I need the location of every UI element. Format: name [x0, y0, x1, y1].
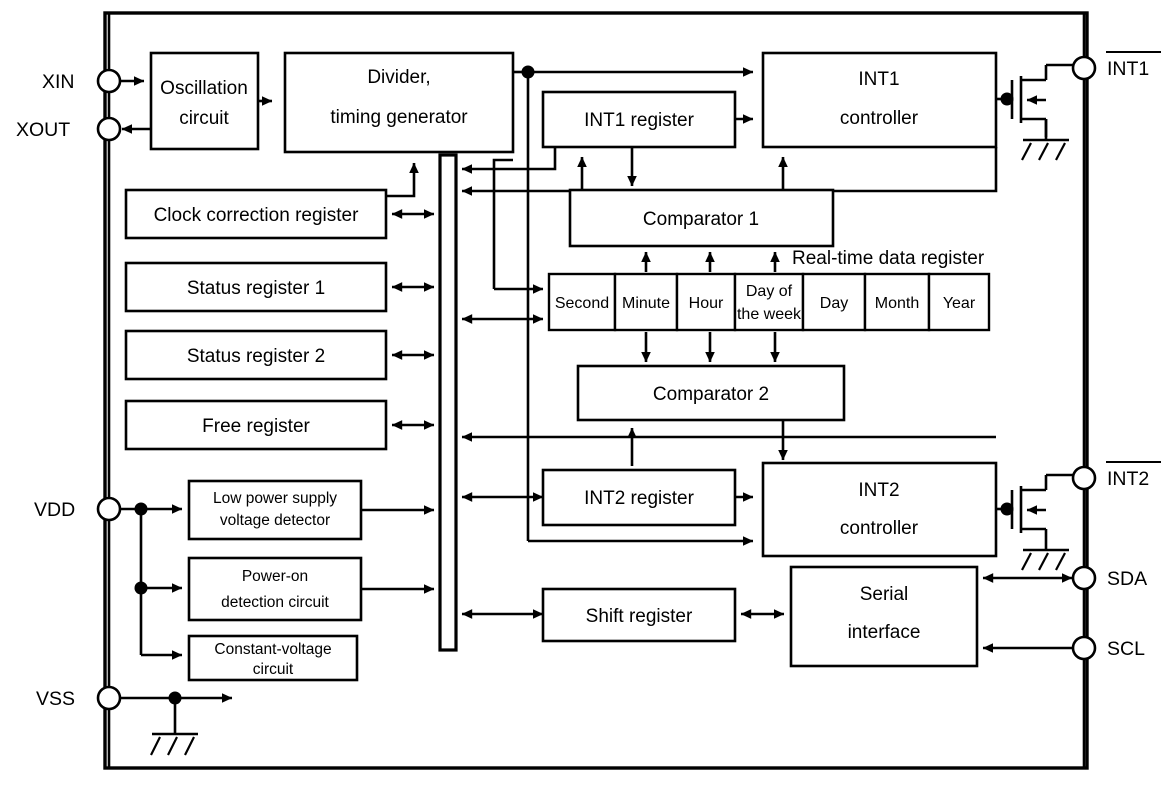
pin-terminal-vss[interactable]: [96, 685, 122, 711]
block-label-status-register-1: Status register 1: [187, 278, 325, 299]
wire-divider-feedback: [492, 158, 513, 289]
register-cell-day[interactable]: [801, 272, 867, 332]
mosfet-icon-int2: [1010, 473, 1073, 571]
junction-dot-int2-out: [1000, 502, 1014, 516]
block-label-constantvolt-line1: Constant-voltage: [214, 641, 331, 658]
block-label-serial-interface-line2: interface: [848, 622, 921, 643]
block-comparator-2[interactable]: [576, 364, 846, 422]
register-cell-label-day: Day: [820, 295, 848, 312]
block-comparator-1[interactable]: [568, 188, 835, 248]
block-label-divider-line1: Divider,: [367, 67, 430, 88]
block-label-status-register-2: Status register 2: [187, 346, 325, 367]
pin-label-scl: SCL: [1107, 638, 1145, 660]
block-label-low-power-line1: Low power supply: [213, 490, 337, 507]
pin-terminal-scl[interactable]: [1071, 635, 1097, 661]
block-label-int2-controller-line1: INT2: [858, 480, 899, 501]
block-label-low-power-line2: voltage detector: [220, 512, 330, 529]
register-cell-year[interactable]: [927, 272, 991, 332]
block-int2-controller[interactable]: [761, 461, 998, 558]
block-clock-correction-register[interactable]: [124, 188, 388, 240]
register-cell-label-year: Year: [943, 295, 976, 312]
chip-boundary: [103, 11, 1089, 770]
mosfet-icon-int1: [1010, 63, 1073, 161]
register-cell-second[interactable]: [547, 272, 617, 332]
register-cell-month[interactable]: [863, 272, 931, 332]
block-divider-timing-generator[interactable]: [283, 51, 515, 154]
pin-terminal-sda[interactable]: [1071, 565, 1097, 591]
pin-label-xout: XOUT: [16, 119, 70, 141]
pin-label-int1: INT1: [1107, 58, 1149, 80]
register-cell-label-month: Month: [875, 295, 919, 312]
block-label-divider-line2: timing generator: [330, 107, 468, 128]
block-label-int1-controller-line1: INT1: [858, 69, 899, 90]
pin-terminal-int1[interactable]: [1071, 55, 1097, 81]
block-label-poweron-line2: detection circuit: [221, 594, 329, 611]
block-label-poweron-line1: Power-on: [242, 568, 308, 585]
block-status-register-2[interactable]: [124, 329, 388, 381]
pin-terminal-vdd[interactable]: [96, 496, 122, 522]
block-label-free-register: Free register: [202, 416, 310, 437]
junction-dot-int1-out: [1000, 92, 1014, 106]
pin-terminal-xout[interactable]: [96, 116, 122, 142]
register-cell-label-dayofweek-line1: Day of: [746, 283, 793, 300]
block-serial-interface[interactable]: [789, 565, 979, 668]
pin-terminal-xin[interactable]: [96, 68, 122, 94]
internal-bus: [438, 153, 458, 652]
block-label-oscillation-circuit-line2: circuit: [179, 108, 229, 129]
pin-label-vdd: VDD: [34, 499, 75, 521]
block-label-int1-controller-line2: controller: [840, 108, 919, 129]
block-free-register[interactable]: [124, 399, 388, 451]
block-power-on-detection-circuit[interactable]: [187, 556, 363, 622]
block-label-oscillation-circuit-line1: Oscillation: [160, 78, 248, 99]
block-label-comparator-2: Comparator 2: [653, 384, 769, 405]
block-label-int1-register: INT1 register: [584, 110, 694, 131]
block-label-shift-register: Shift register: [586, 606, 693, 627]
block-label-serial-interface-line1: Serial: [860, 584, 909, 605]
realtime-register-caption: Real-time data register: [792, 248, 985, 269]
ground-icon-vss: [150, 732, 198, 756]
pin-terminal-int2[interactable]: [1071, 465, 1097, 491]
register-cell-minute[interactable]: [613, 272, 679, 332]
block-label-clock-correction-register: Clock correction register: [154, 205, 360, 226]
block-int1-controller[interactable]: [761, 51, 998, 149]
wire-clockcorr-to-divider: [386, 162, 419, 198]
real-time-data-register-group: Second Minute Hour Day of the week Day M…: [547, 272, 991, 332]
block-label-int2-register: INT2 register: [584, 488, 694, 509]
block-constant-voltage-circuit[interactable]: [187, 634, 359, 682]
register-cell-label-dayofweek-line2: the week: [737, 306, 802, 323]
block-label-int2-controller-line2: controller: [840, 518, 919, 539]
block-oscillation-circuit[interactable]: [149, 51, 260, 151]
register-cell-label-second: Second: [555, 295, 609, 312]
pin-label-xin: XIN: [42, 71, 75, 93]
register-cell-label-hour: Hour: [689, 295, 724, 312]
pin-label-sda: SDA: [1107, 568, 1147, 590]
block-label-constantvolt-line2: circuit: [253, 661, 294, 678]
pin-label-int2: INT2: [1107, 468, 1149, 490]
block-shift-register[interactable]: [541, 587, 737, 643]
register-cell-hour[interactable]: [675, 272, 737, 332]
pin-label-vss: VSS: [36, 688, 75, 710]
register-cell-label-minute: Minute: [622, 295, 670, 312]
block-label-comparator-1: Comparator 1: [643, 209, 759, 230]
block-status-register-1[interactable]: [124, 261, 388, 313]
